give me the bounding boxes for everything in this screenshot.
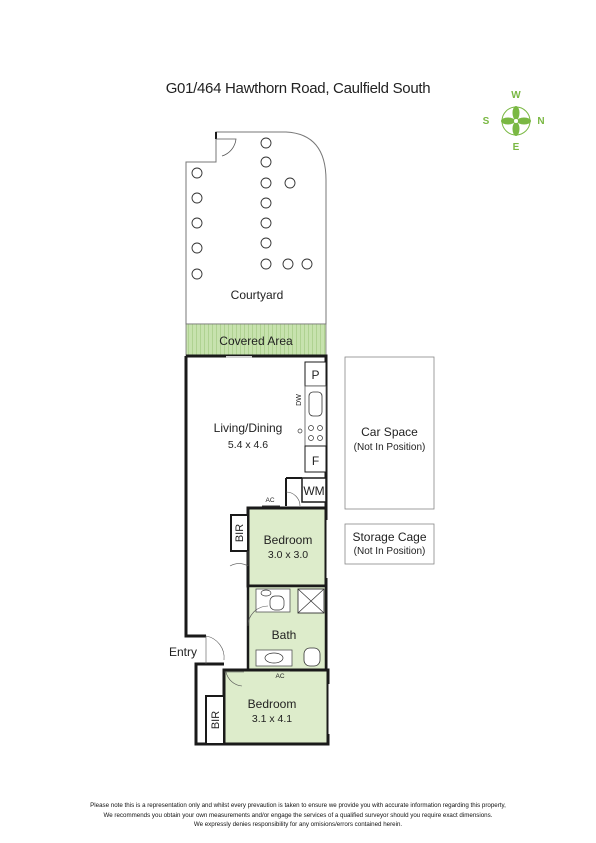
washing-machine-label: WM <box>303 484 324 498</box>
toilet-icon <box>269 595 285 611</box>
basin-icon <box>260 589 272 597</box>
property-title: G01/464 Hawthorn Road, Caulfield South <box>165 80 431 97</box>
storage-cage: Storage Cage (Not In Position) <box>344 523 435 565</box>
living-dining-dimensions: 5.4 x 4.6 <box>228 439 268 451</box>
dishwasher-label: DW <box>296 394 303 406</box>
bath-label: Bath <box>272 628 297 642</box>
compass-icon: W S N E <box>483 90 545 153</box>
disclaimer: Please note this is a representation onl… <box>0 801 596 830</box>
compass-east-label: N <box>537 116 544 127</box>
compass-north-label: W <box>511 90 521 101</box>
covered-area: Covered Area <box>185 323 327 357</box>
courtyard-gate-icon <box>216 138 237 157</box>
bedroom-1-label: Bedroom <box>264 533 313 547</box>
kitchen: P DW F WM <box>285 361 327 507</box>
bedroom-2-label: Bedroom <box>248 697 297 711</box>
air-conditioner-upper-label: AC <box>265 497 274 504</box>
pantry-label: P <box>311 368 319 382</box>
bedroom-2-dimensions: 3.1 x 4.1 <box>252 713 292 725</box>
toilet-2-icon <box>303 647 321 667</box>
disclaimer-line: Please note this is a representation onl… <box>90 802 506 809</box>
compass-west-label: S <box>483 116 490 127</box>
storage-cage-note: (Not In Position) <box>354 546 426 557</box>
entry-door-icon <box>205 635 225 661</box>
built-in-robe-lower-label: BIR <box>210 711 222 729</box>
cooktop-icon <box>308 425 323 441</box>
shrub-icons <box>191 137 313 280</box>
bedroom-1: AC BIR Bedroom 3.0 x 3.0 <box>229 497 328 588</box>
sink-icon <box>308 391 323 417</box>
courtyard-label: Courtyard <box>231 288 284 302</box>
vanity-basin-icon <box>264 652 284 664</box>
entry-label: Entry <box>169 645 197 659</box>
covered-area-label: Covered Area <box>219 334 293 348</box>
car-space: Car Space (Not In Position) <box>344 356 435 510</box>
air-conditioner-lower-label: AC <box>275 673 284 680</box>
fridge-label: F <box>312 454 319 468</box>
living-dining-label: Living/Dining <box>214 421 283 435</box>
courtyard-area: Courtyard <box>185 131 327 325</box>
bathroom: Bath <box>246 584 328 672</box>
built-in-robe-upper-label: BIR <box>234 524 246 542</box>
bedroom-2: AC BIR Bedroom 3.1 x 4.1 <box>205 668 330 746</box>
car-space-label: Car Space <box>361 425 418 439</box>
storage-cage-label: Storage Cage <box>352 530 426 544</box>
bedroom-1-dimensions: 3.0 x 3.0 <box>268 549 308 561</box>
disclaimer-line: We expressly denies responsibility for a… <box>193 821 403 828</box>
compass-south-label: E <box>513 142 520 153</box>
car-space-note: (Not In Position) <box>354 442 426 453</box>
disclaimer-line: We recommends you obtain your own measur… <box>103 811 493 819</box>
